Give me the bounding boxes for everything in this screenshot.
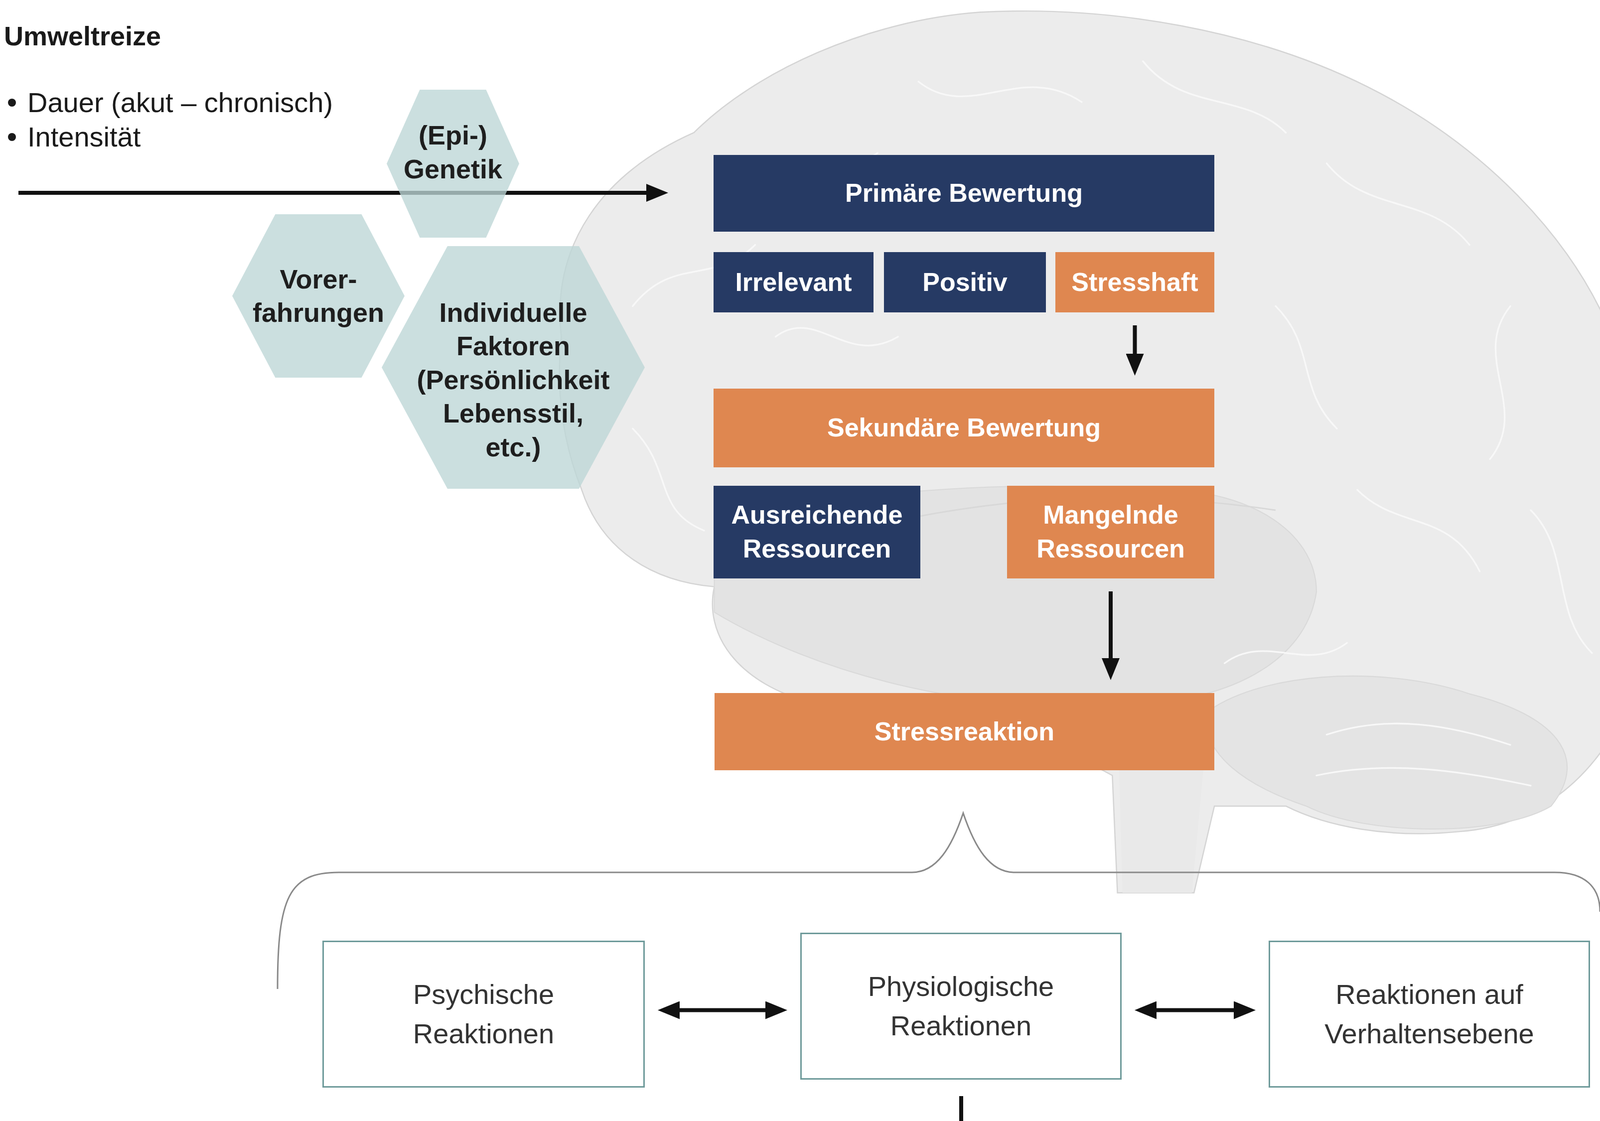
bullet-dot (7, 98, 16, 107)
node-text: (Epi-) Genetik (395, 118, 511, 186)
node-text: Physiologische Reaktionen (836, 967, 1086, 1046)
brain-gyri (632, 61, 1593, 786)
input-heading: Umweltreize (3, 19, 161, 53)
arrow-connector (674, 1008, 771, 1013)
hexagon-fill (381, 246, 645, 489)
appraisal-box: Sekundäre Bewertung (713, 388, 1215, 468)
gyrus-line (1357, 489, 1480, 572)
node-text: Vorer- fahrungen (243, 262, 394, 330)
input-arrow-line (18, 190, 651, 195)
gyrus-line (1224, 642, 1348, 664)
node-text: Reaktionen auf Verhaltensebene (1305, 975, 1555, 1054)
node-text: Psychische Reaktionen (359, 975, 609, 1054)
arrow-connector (1133, 325, 1138, 359)
node-text: Irrelevant (734, 265, 852, 300)
temporal-lobe (714, 486, 1317, 707)
node-text: Stresshaft (1071, 265, 1198, 300)
gyrus-line (1316, 767, 1531, 786)
hexagon-shape (232, 214, 405, 378)
bullet-dot (7, 133, 16, 142)
reaction-box: Psychische Reaktionen (322, 940, 645, 1088)
gyrus-line (1143, 61, 1287, 133)
hexagon-fill (386, 89, 520, 238)
node-text: Primäre Bewertung (845, 176, 1083, 211)
node-text: Ausreichende Ressourcen (725, 498, 909, 566)
factor-hexagon: (Epi-) Genetik (386, 89, 520, 238)
node-text: Sekundäre Bewertung (827, 411, 1101, 445)
factor-hexagon: Vorer- fahrungen (232, 214, 405, 378)
resource-box: Ausreichende Ressourcen (713, 485, 921, 579)
gyrus-line (918, 81, 1082, 103)
appraisal-box: Primäre Bewertung (713, 154, 1215, 232)
gyrus-line (632, 428, 705, 531)
arrow-connector (1151, 1008, 1239, 1013)
node-text: Positiv (922, 265, 1008, 300)
brain-outline (559, 10, 1600, 893)
node-text: Mangelnde Ressourcen (1018, 498, 1203, 566)
outgoing-arrow-line (959, 1096, 964, 1121)
resource-box: Mangelnde Ressourcen (1007, 485, 1215, 579)
gyrus-line (1530, 510, 1593, 654)
gyrus-line (1326, 163, 1470, 246)
reaction-box: Reaktionen auf Verhaltensebene (1268, 940, 1591, 1088)
cerebellum (1204, 676, 1568, 830)
outcome-box: Positiv (883, 252, 1046, 313)
arrow-connector (1108, 591, 1113, 664)
brain-illustration (559, 10, 1600, 893)
reaction-box: Physiologische Reaktionen (800, 932, 1122, 1080)
gyrus-line (1326, 723, 1511, 745)
stress-reaction-box: Stressreaktion (714, 693, 1215, 771)
bullet-text: Intensität (27, 120, 141, 154)
outcome-box: Irrelevant (713, 252, 874, 313)
bullet-text: Dauer (akut – chronisch) (27, 85, 333, 120)
gyrus-line (775, 327, 898, 346)
input-arrow-head (646, 183, 669, 202)
factor-hexagon: Individuelle Faktoren (Persönlichkeit Le… (381, 246, 645, 489)
node-text: Stressreaktion (874, 715, 1055, 749)
node-text: Individuelle Faktoren (Persönlichkeit Le… (415, 295, 612, 465)
gyrus-line (1275, 305, 1337, 429)
gyrus-line (1489, 305, 1511, 459)
outcome-box: Stresshaft (1055, 252, 1215, 313)
hexagon-fill (232, 214, 405, 378)
